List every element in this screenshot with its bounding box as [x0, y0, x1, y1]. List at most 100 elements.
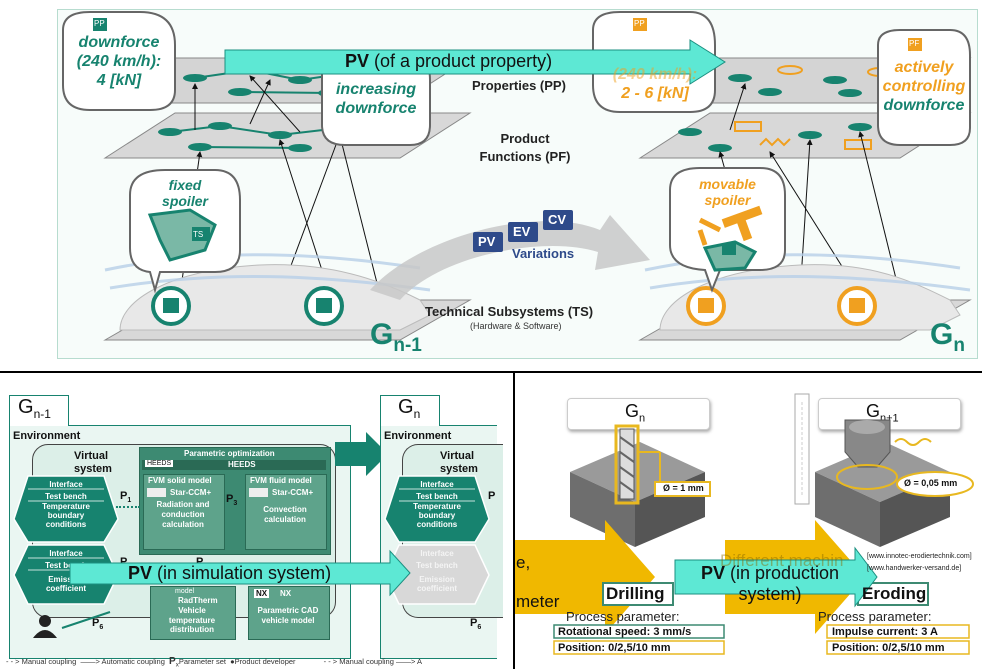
hex-top-text: Interface Test bench Temperature boundar… [28, 479, 104, 529]
heeds-logo: HEEDS [145, 460, 174, 467]
p-sub: 3 [233, 500, 238, 508]
callout-line: spoiler [162, 193, 208, 209]
legend-param-sub: x [175, 661, 179, 669]
pv-rest: (in simulation system) [152, 563, 332, 583]
drill-highlight [614, 424, 640, 505]
p-main: P [226, 493, 234, 505]
pf-nodes-right [678, 121, 872, 152]
gen-sub: n [953, 335, 965, 356]
hex-line: boundary [418, 511, 456, 520]
drilling-box [602, 582, 674, 606]
convection-line: calculation [264, 515, 306, 524]
param-opt-title: Parametric optimization [184, 449, 275, 458]
url-2: [www.handwerker-versand.de] [867, 565, 962, 572]
starccm-logo-left [147, 488, 166, 497]
subsystems-label: Technical Subsystems (TS) [425, 304, 594, 319]
p-partial-2: P [196, 556, 204, 568]
functions-line: Functions (PF) [479, 149, 571, 164]
drill-bit [619, 428, 635, 500]
legend-bar: - - > Manual coupling ——> Automatic coup… [6, 656, 511, 669]
gen-right-bl: Gn [398, 396, 420, 421]
variations-ev: EV [513, 224, 531, 239]
pp-badge-right: PP [634, 19, 645, 28]
radiation-line: conduction [161, 510, 205, 519]
p1-arrow [116, 506, 140, 508]
pp-badge: PP [94, 19, 105, 28]
legend-auto-right: A [417, 657, 423, 666]
gen-sub: n-1 [33, 407, 51, 421]
machining-illustration [515, 393, 974, 655]
heeds-label: HEEDS [228, 460, 256, 469]
fixed-spoiler-shape [147, 208, 217, 262]
functions-label: Product Functions (PF) [470, 130, 580, 166]
gen-box-right [380, 395, 440, 426]
hex-top-shape [13, 475, 119, 543]
hex-line: boundary [47, 511, 85, 520]
pv-rest: (of a product property) [369, 51, 553, 71]
p-main: P [470, 617, 478, 629]
hex-line: Test bench [45, 491, 87, 501]
fvm-fluid-box [245, 474, 327, 550]
variations-label: Variations [512, 246, 575, 261]
variations-arrow [370, 215, 650, 300]
p6-label: P6 [92, 617, 103, 631]
radiation-line: calculation [162, 520, 204, 529]
hex-line: coefficient [416, 584, 457, 593]
vehicle-temp-text: Vehicle temperature distribution [150, 606, 234, 635]
virtual-line: Virtual [440, 450, 475, 462]
gen-main: G [625, 401, 640, 421]
callout-line: downforce [883, 97, 965, 114]
nx-label: NX [280, 589, 292, 598]
position-left: Position: 0/2,5/10 mm [558, 642, 671, 654]
starccm-logo-right [249, 488, 268, 497]
pf-badge-right: PF [909, 39, 920, 48]
hex-line: Interface [420, 549, 454, 558]
proc-param-left: Process parameter: [566, 609, 680, 624]
hex-line: Interface [49, 549, 83, 558]
subsystems-sub: (Hardware & Software) [470, 321, 562, 331]
position-box-left [553, 640, 725, 655]
functions-line: Product [500, 131, 550, 146]
fixed-spoiler-text: fixed spoiler [130, 177, 240, 209]
virtual-line: system [74, 463, 112, 475]
partial-e: e, [516, 553, 531, 572]
gen-left-bl: Gn-1 [18, 396, 51, 421]
ev-badge-top [508, 222, 538, 242]
proc-param-right: Process parameter: [818, 609, 932, 624]
callout-line: movable [699, 176, 756, 192]
pv-prod-arrow [674, 546, 878, 608]
pv-rest: (in production [724, 563, 840, 583]
top-diagram [62, 11, 972, 341]
callout-line: downforce [335, 100, 417, 117]
legend-param-p: P [169, 656, 176, 667]
legend-auto-icon-right: ——> [395, 657, 418, 666]
legend-auto: Automatic coupling [101, 657, 165, 666]
environment-label-right: Environment [384, 430, 452, 442]
properties-label: Properties (PP) [472, 78, 566, 93]
developer-head-left [39, 615, 51, 627]
pv-sim-label: PV (in simulation system) [128, 563, 331, 584]
movable-spoiler-text: movable spoiler [670, 176, 785, 208]
virtual-line: Virtual [74, 450, 109, 462]
hex-line: Interface [49, 480, 83, 489]
legend-developer: Product developer [234, 657, 296, 666]
horizontal-divider [0, 371, 982, 373]
starccm-left: Star-CCM+ [170, 488, 212, 497]
vehicle-line: distribution [170, 625, 214, 634]
callout-line: controlling [882, 78, 966, 95]
dia-left-label: Ø = 1 mm [663, 483, 704, 493]
hex-line: Test bench [416, 491, 458, 501]
hex-line: Test bench [45, 560, 87, 570]
hex-bottom-text: Interface Test bench Emission coefficien… [28, 548, 104, 593]
gen-main: G [370, 318, 394, 351]
actively-text: actively controlling downforce [878, 58, 970, 115]
fvm-solid-label: FVM solid model [148, 476, 212, 485]
convection-text: Convection calculation [245, 505, 325, 525]
gen-sub: n-1 [393, 335, 422, 356]
pv-bold: PV [128, 563, 153, 583]
vehicle-line: Vehicle [178, 606, 206, 615]
gen-sub: n [639, 412, 646, 425]
rot-speed-box [553, 624, 725, 639]
gen-main: G [18, 396, 34, 418]
dia-right-ellipse [896, 471, 974, 497]
